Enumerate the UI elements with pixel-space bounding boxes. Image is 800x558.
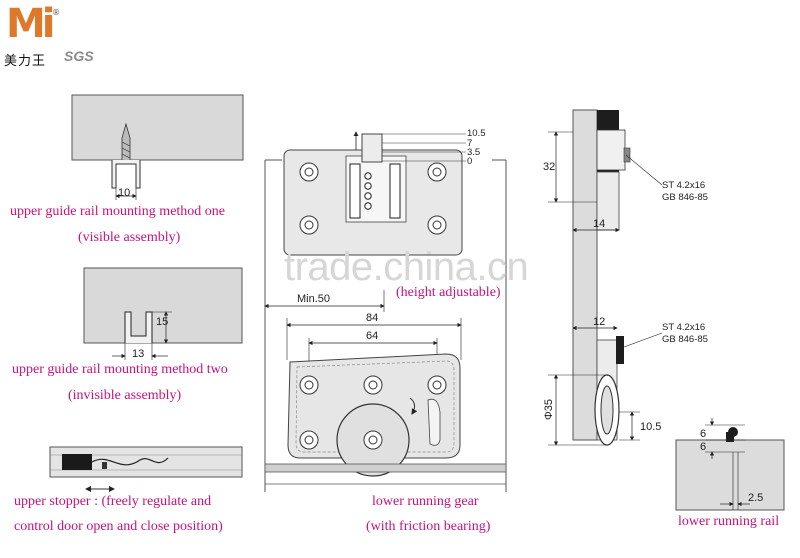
method-two-drawing bbox=[83, 267, 243, 360]
rail-dim-2-5: 2.5 bbox=[748, 492, 763, 504]
dim-10: 10 bbox=[118, 187, 130, 199]
rail-dim-6-bottom: 6 bbox=[700, 441, 706, 453]
side-view-drawing bbox=[548, 109, 663, 446]
caption-friction-bearing: (with friction bearing) bbox=[366, 519, 491, 534]
dim-min-50: Min.50 bbox=[297, 293, 330, 305]
dim-64: 64 bbox=[366, 330, 378, 342]
caption-method-two: upper guide rail mounting method two bbox=[12, 362, 228, 377]
logo-registered-mark: ® bbox=[52, 8, 60, 17]
watermark: trade.china.cn bbox=[284, 245, 529, 289]
caption-upper-stopper: upper stopper : (freely regulate and bbox=[14, 494, 212, 509]
screw-spec-2: ST 4.2x16 bbox=[662, 322, 705, 333]
caption-lower-running-gear: lower running gear bbox=[372, 494, 479, 509]
height-3-5: 3.5 bbox=[467, 147, 480, 158]
dim-10-5: 10.5 bbox=[640, 421, 661, 433]
upper-stopper-drawing bbox=[49, 446, 243, 492]
dim-32: 32 bbox=[543, 161, 555, 173]
dim-84: 84 bbox=[366, 312, 378, 324]
standard-spec-1: GB 846-85 bbox=[662, 192, 708, 203]
dim-phi-35: Φ35 bbox=[543, 399, 555, 420]
dim-14: 14 bbox=[593, 218, 605, 230]
caption-visible-assembly: (visible assembly) bbox=[78, 230, 181, 245]
rail-dim-6-top: 6 bbox=[700, 428, 706, 440]
dim-12: 12 bbox=[593, 316, 605, 328]
height-0: 0 bbox=[467, 156, 472, 167]
dim-13: 13 bbox=[132, 348, 144, 360]
logo-mark: Mi bbox=[6, 1, 55, 47]
standard-spec-2: GB 846-85 bbox=[662, 334, 708, 345]
caption-height-adjustable: (height adjustable) bbox=[396, 285, 501, 300]
height-10-5: 10.5 bbox=[467, 128, 486, 139]
logo-chinese-name: 美力王 bbox=[4, 54, 47, 69]
caption-invisible-assembly: (invisible assembly) bbox=[68, 388, 182, 403]
screw-spec-1: ST 4.2x16 bbox=[662, 180, 705, 191]
method-one-drawing bbox=[71, 94, 244, 200]
caption-lower-running-rail: lower running rail bbox=[678, 514, 780, 529]
lower-rail-drawing bbox=[675, 418, 785, 511]
dim-15: 15 bbox=[156, 316, 168, 328]
height-7: 7 bbox=[467, 138, 472, 149]
caption-method-one: upper guide rail mounting method one bbox=[10, 204, 226, 219]
logo-sgs: SGS bbox=[64, 48, 94, 64]
caption-stopper-control: control door open and close position) bbox=[14, 519, 223, 534]
center-gear-drawing bbox=[264, 131, 507, 492]
